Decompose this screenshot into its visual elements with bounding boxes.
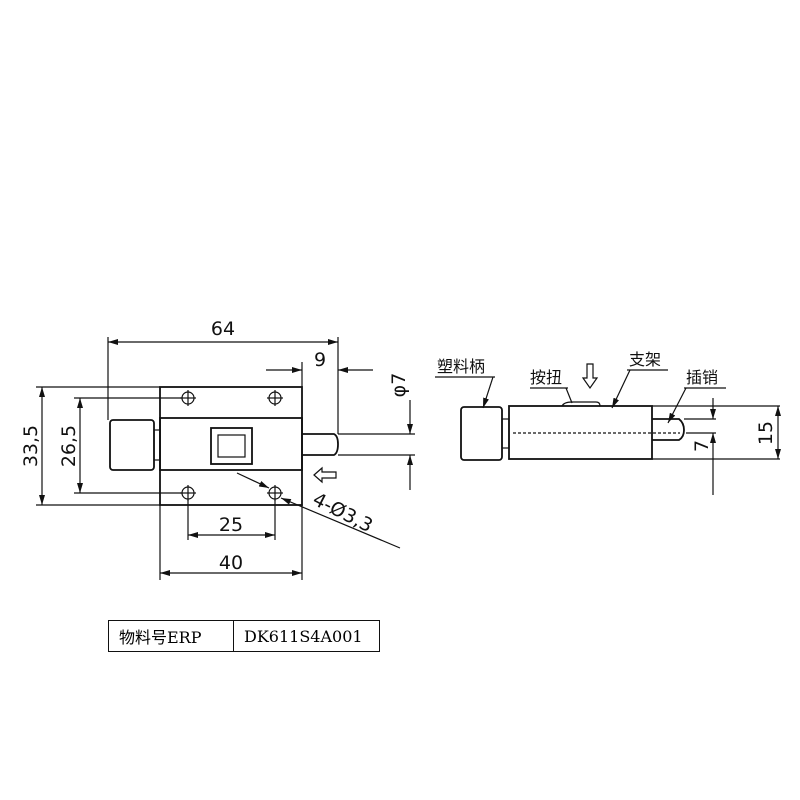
button-window-inner (217, 434, 246, 458)
label-pin: 插销 (686, 368, 718, 387)
info-table-value: DK611S4A001 (244, 626, 363, 646)
mounting-hole-icon (267, 485, 283, 501)
dim-pin-diameter: φ7 (388, 373, 410, 398)
front-view: 64 9 φ7 33,5 26,5 25 40 4-Ø3,3 (20, 318, 415, 580)
label-bracket: 支架 (629, 350, 661, 369)
handle-neck (153, 429, 161, 461)
dim-holes: 4-Ø3,3 (309, 488, 376, 537)
dim-hole-vertical-spacing: 26,5 (58, 425, 80, 467)
press-direction-arrow-icon (581, 363, 599, 390)
mounting-plate (159, 386, 303, 506)
button-window-outer (210, 427, 253, 465)
side-latch-pin (652, 418, 685, 441)
bracket-body (159, 417, 303, 471)
label-plastic-handle: 塑料柄 (437, 357, 485, 376)
side-button (561, 401, 601, 407)
dim-plate-width: 40 (219, 552, 243, 574)
plastic-handle (109, 419, 155, 471)
side-view: 7 15 塑料柄 按扭 支架 插销 (435, 350, 781, 495)
info-table: 物料号ERP DK611S4A001 (108, 620, 380, 652)
label-button: 按扭 (530, 368, 562, 387)
side-plastic-handle (460, 406, 503, 461)
info-table-key: 物料号ERP (109, 621, 234, 651)
latch-pin (302, 433, 339, 456)
dim-overall-length: 64 (211, 318, 235, 340)
dim-side-pin-height: 7 (691, 440, 713, 452)
mounting-holes (180, 390, 283, 501)
dim-plate-height: 33,5 (20, 425, 42, 467)
mounting-hole-icon (180, 390, 196, 406)
side-bracket-body (508, 405, 653, 460)
mounting-hole-icon (180, 485, 196, 501)
mounting-hole-icon (267, 390, 283, 406)
push-direction-arrow-icon (313, 466, 337, 484)
dim-pin-length: 9 (314, 349, 326, 371)
dim-side-body-height: 15 (755, 421, 777, 445)
dim-hole-horizontal-spacing: 25 (219, 514, 243, 536)
